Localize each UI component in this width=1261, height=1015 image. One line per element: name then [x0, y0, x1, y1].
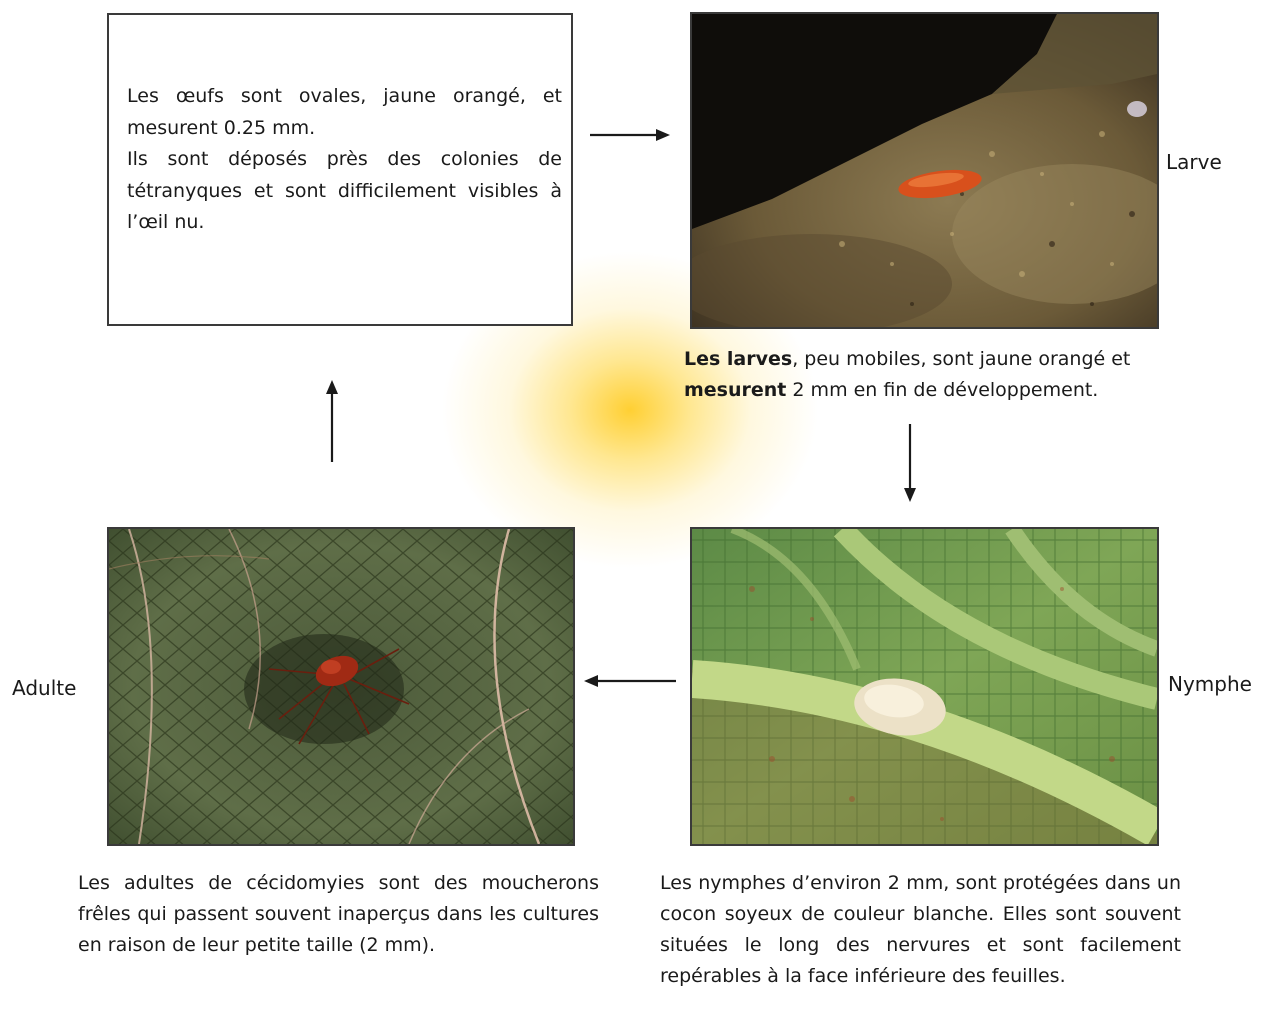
- eggs-text-line1: Les œufs sont ovales, jaune orangé, et m…: [127, 81, 562, 144]
- larva-label: Larve: [1166, 150, 1222, 174]
- adult-caption: Les adultes de cécidomyies sont des mouc…: [78, 868, 599, 961]
- larva-photo-image: [692, 14, 1157, 327]
- eggs-description: Les œufs sont ovales, jaune orangé, et m…: [127, 81, 562, 239]
- arrow-up-icon: [322, 378, 342, 464]
- larva-photo: [690, 12, 1159, 329]
- larva-caption-part2: 2 mm en fin de développement.: [786, 379, 1098, 401]
- adult-photo: [107, 527, 575, 846]
- arrow-down-icon: [900, 422, 920, 504]
- larva-caption: Les larves, peu mobiles, sont jaune oran…: [684, 344, 1174, 406]
- nymph-label: Nymphe: [1168, 672, 1252, 696]
- nymph-caption: Les nymphes d’environ 2 mm, sont protégé…: [660, 868, 1181, 992]
- nymph-photo: [690, 527, 1159, 846]
- arrow-left-icon: [582, 671, 678, 691]
- arrow-right-icon: [588, 125, 672, 145]
- adult-label: Adulte: [12, 676, 76, 700]
- eggs-text-line2: Ils sont déposés près des colonies de té…: [127, 144, 562, 239]
- larva-caption-bold1: Les larves: [684, 348, 792, 370]
- eggs-description-box: Les œufs sont ovales, jaune orangé, et m…: [107, 13, 573, 326]
- larva-caption-part1: , peu mobiles, sont jaune orangé et: [792, 348, 1130, 370]
- larva-caption-bold2: mesurent: [684, 379, 786, 401]
- nymph-photo-image: [692, 529, 1157, 844]
- adult-photo-image: [109, 529, 573, 844]
